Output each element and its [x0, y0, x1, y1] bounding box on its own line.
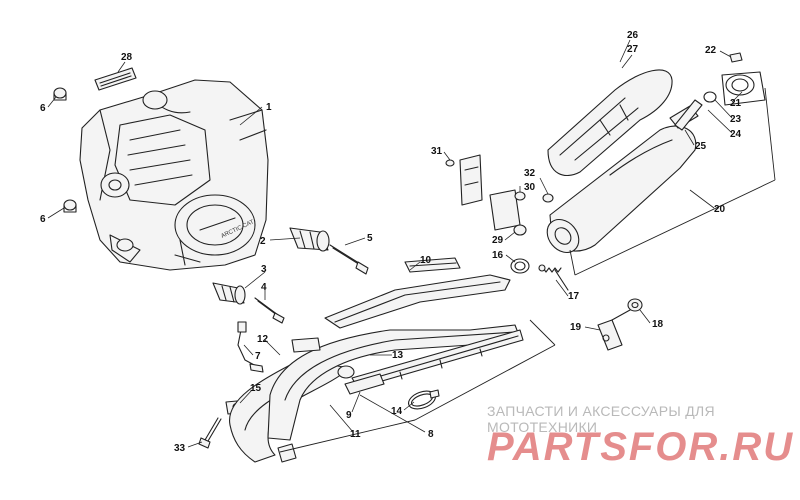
callout-26: 26 [627, 30, 639, 41]
callout-32: 32 [524, 168, 536, 179]
grommet-32 [542, 193, 554, 203]
callout-9: 9 [346, 410, 352, 421]
bracket-29 [489, 189, 527, 236]
engine-assembly: ARCTIC CAT [79, 79, 269, 271]
gasket-16 [510, 258, 530, 274]
callout-17: 17 [568, 291, 580, 302]
callout-31: 31 [431, 146, 443, 157]
callout-15: 15 [250, 383, 262, 394]
mount-18 [627, 298, 643, 312]
nut-31 [445, 159, 455, 167]
callout-14: 14 [391, 406, 403, 417]
engine-plug-6b [63, 199, 77, 213]
oxygen-sensor-7 [237, 321, 264, 373]
bolt-33 [198, 417, 222, 449]
callout-7: 7 [255, 351, 261, 362]
clamp-22 [729, 52, 743, 63]
watermark-tagline: ЗАПЧАСТИ И АКСЕССУАРЫ ДЛЯ МОТОТЕХНИКИ [487, 403, 715, 435]
callout-11: 11 [350, 429, 361, 440]
exhaust-sleeve-2 [289, 227, 330, 252]
frame-assembly-8 [279, 319, 556, 453]
grommet-30 [514, 191, 526, 201]
heat-shield-10 [324, 257, 511, 329]
exhaust-sleeve-3 [212, 282, 246, 305]
o-ring-23 [703, 91, 717, 103]
callout-22: 22 [705, 45, 717, 56]
callout-28: 28 [121, 52, 133, 63]
engine-plug-6a [53, 87, 67, 101]
bolt-5 [329, 244, 369, 275]
callout-21: 21 [730, 98, 742, 109]
tailpipe-25 [674, 99, 703, 131]
bracket-31 [459, 154, 483, 206]
callout-6a: 6 [40, 103, 46, 114]
header-pipe-13 [267, 324, 521, 441]
callout-13: 13 [392, 350, 404, 361]
callout-29: 29 [492, 235, 504, 246]
callout-18: 18 [652, 319, 664, 330]
clamp-14 [408, 389, 440, 410]
callout-4: 4 [261, 282, 267, 293]
watermark-logo-text: PARTSFOR.RU [487, 425, 794, 469]
frame-assembly-20 [569, 87, 776, 276]
callout-30: 30 [524, 182, 536, 193]
callout-labels: 1 2 3 4 5 6 6 7 8 9 10 11 12 13 14 15 16… [40, 30, 742, 454]
callout-24: 24 [730, 129, 742, 140]
spring-17 [538, 264, 569, 291]
callout-16: 16 [492, 250, 504, 261]
leader-lines [47, 39, 743, 448]
tip-26-mount [721, 71, 766, 106]
header-pipe-11 [229, 359, 355, 463]
callout-19: 19 [570, 322, 582, 333]
watermark-logo: PARTSFOR.RU [487, 425, 794, 469]
callout-10: 10 [420, 255, 432, 266]
callout-25: 25 [695, 141, 707, 152]
bracket-19 [597, 309, 631, 351]
callout-23: 23 [730, 114, 742, 125]
callout-12: 12 [257, 334, 269, 345]
bolt-4 [254, 297, 285, 324]
callout-1: 1 [266, 102, 272, 113]
callout-20: 20 [714, 204, 726, 215]
gasket-21 [725, 74, 755, 96]
callout-5: 5 [367, 233, 373, 244]
heat-shield-9 [344, 373, 385, 395]
callout-8: 8 [428, 429, 434, 440]
heat-shield-26 [547, 69, 673, 177]
callout-3: 3 [261, 264, 267, 275]
callout-33: 33 [174, 443, 186, 454]
callout-2: 2 [260, 236, 266, 247]
decal-28 [94, 67, 137, 91]
callout-27: 27 [627, 44, 639, 55]
callout-6b: 6 [40, 214, 46, 225]
